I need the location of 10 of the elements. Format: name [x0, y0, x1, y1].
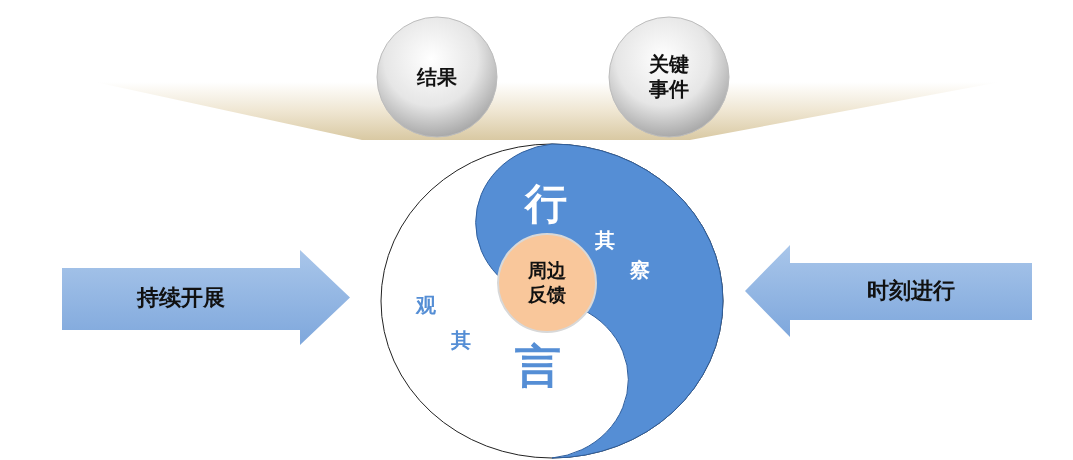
node-label: 持续开展 — [137, 283, 225, 312]
node-label: 关键事件 — [648, 52, 690, 102]
yin-yang-character: 察 — [630, 260, 650, 280]
yin-yang-character: 观 — [416, 295, 436, 315]
yin-yang-character: 其 — [595, 230, 615, 250]
node-label: 时刻进行 — [867, 277, 955, 305]
node-label: 周边反馈 — [527, 259, 567, 307]
yin-yang-character: 行 — [525, 183, 567, 225]
node-label: 结果 — [417, 64, 457, 90]
yin-yang-character: 其 — [451, 330, 471, 350]
